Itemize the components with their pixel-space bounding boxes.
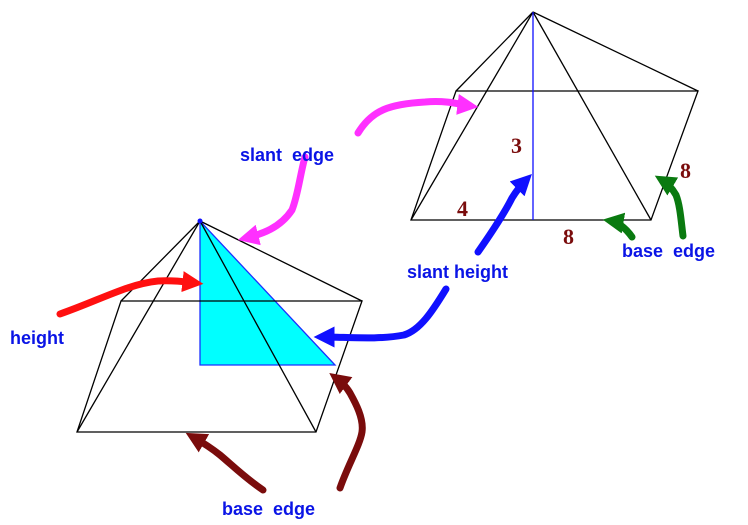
pyramid-top-edge-front-left (410, 11, 534, 221)
slant-height-triangle (199, 219, 337, 366)
height-label: height (10, 328, 64, 348)
maroon-arrow-to-bottom-base-front (185, 432, 267, 494)
base-front-value: 8 (563, 224, 574, 249)
pyramid-top-base (410, 90, 699, 221)
pyramid-top-right (410, 11, 699, 221)
magenta-arrow-to-top-slant-edge (354, 94, 479, 137)
pyramid-bottom-left (76, 218, 363, 433)
magenta-arrow-to-bottom-slant-edge (237, 153, 309, 246)
slant-edge-label: slant edge (240, 145, 334, 165)
base-edge-label-top: base edge (622, 241, 715, 261)
green-arrow-to-top-base-front (602, 212, 636, 241)
blue-arrow-to-slant-height (313, 285, 450, 348)
base-side-value: 8 (680, 158, 691, 183)
pyramid-top-edge-front-right (532, 11, 652, 221)
red-arrow-to-height (56, 271, 204, 318)
height-value: 3 (511, 133, 522, 158)
pyramid-bottom-apex (197, 218, 203, 224)
pyramid-bottom-edge-front-left (76, 220, 201, 433)
blue-arrow-to-top-height (474, 174, 532, 256)
pyramid-bottom-edge-back-right (199, 220, 363, 302)
half-base-value: 4 (457, 196, 468, 221)
base-edge-label-bottom: base edge (222, 499, 315, 519)
green-arrow-to-top-base-side (654, 175, 687, 240)
pyramid-bottom-edge-front-right (199, 220, 317, 433)
maroon-arrow-to-bottom-base-side (329, 372, 366, 492)
pyramid-top-edge-back-left (455, 11, 534, 92)
pyramid-top-edge-back-right (532, 11, 699, 92)
slant-height-label: slant height (407, 262, 508, 282)
